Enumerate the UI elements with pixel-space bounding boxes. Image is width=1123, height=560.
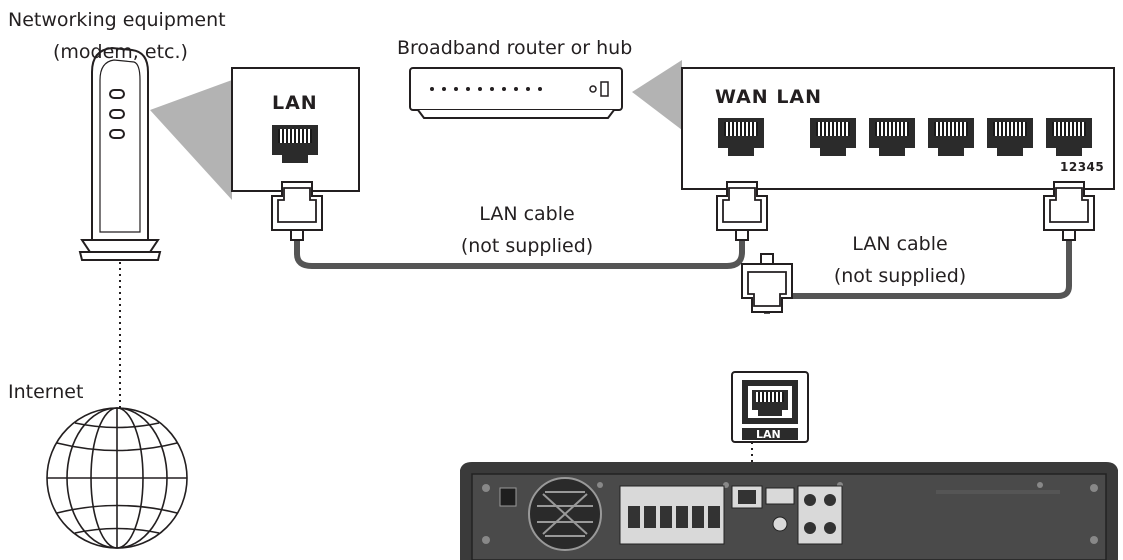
router-ports-label: WAN LAN bbox=[715, 86, 823, 108]
modem-lan-port-label: LAN bbox=[272, 92, 318, 114]
router-device bbox=[409, 67, 623, 119]
av-device-rear-panel bbox=[460, 462, 1118, 560]
device-lan-port-label: LAN bbox=[756, 428, 781, 441]
modem-callout-wedge bbox=[150, 80, 232, 200]
lan-cable-2-label: LAN cable bbox=[852, 233, 948, 255]
internet-globe-icon bbox=[46, 407, 188, 549]
networking-equipment-label: Networking equipment bbox=[8, 9, 226, 31]
lan-cable-1-sublabel: (not supplied) bbox=[460, 235, 594, 257]
modem-device bbox=[78, 46, 162, 261]
router-callout-wedge bbox=[632, 60, 682, 130]
router-port-numbers: 12345 bbox=[1060, 160, 1105, 174]
lan-plug bbox=[716, 181, 768, 241]
device-lan-port-callout bbox=[731, 371, 809, 443]
lan-plug bbox=[741, 253, 793, 313]
router-label: Broadband router or hub bbox=[397, 37, 633, 59]
internet-label: Internet bbox=[8, 381, 84, 403]
networking-equipment-sublabel: (modem, etc.) bbox=[53, 41, 188, 63]
lan-cable-modem-router bbox=[294, 240, 745, 269]
lan-cable-2-sublabel: (not supplied) bbox=[833, 265, 967, 287]
lan-cable-1-label: LAN cable bbox=[479, 203, 575, 225]
lan-plug bbox=[1043, 181, 1095, 241]
